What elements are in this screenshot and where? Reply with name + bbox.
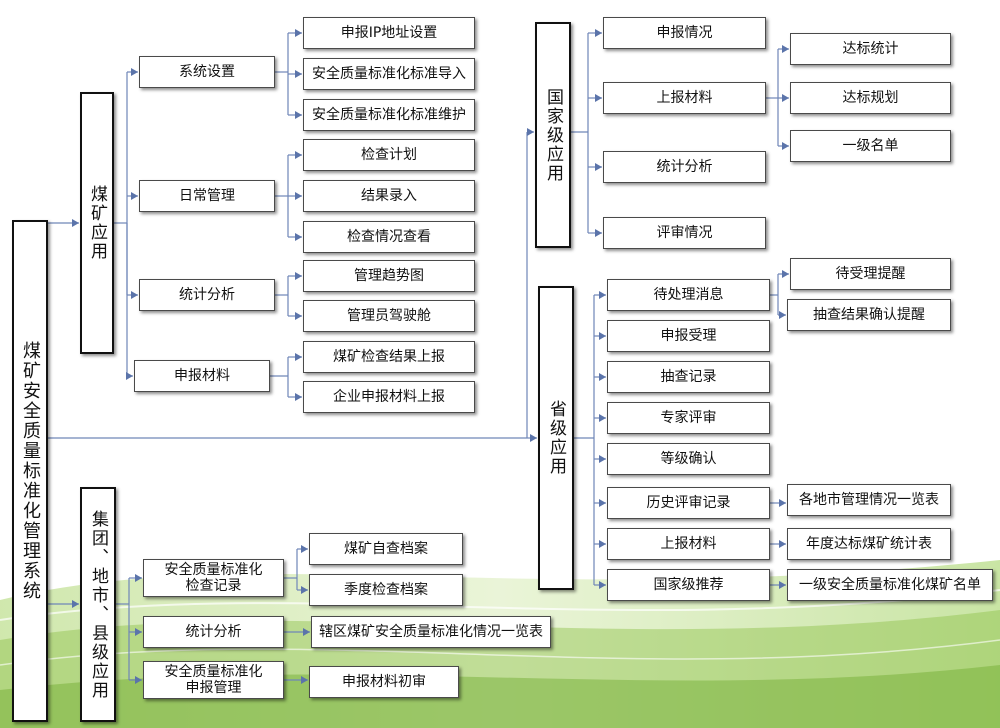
root-system-box: 煤矿安全质量标准化管理系统 [12, 220, 48, 722]
grade-confirmation: 等级确认 [607, 443, 770, 475]
national-recommendation: 国家级推荐 [607, 569, 770, 601]
jurisdiction-overview: 辖区煤矿安全质量标准化情况一览表 [311, 616, 551, 648]
expert-review: 专家评审 [607, 402, 770, 434]
group-inspection-record: 安全质量标准化 检查记录 [143, 559, 284, 597]
compliance-plan: 达标规划 [790, 82, 951, 114]
quarterly-inspection-archive: 季度检查档案 [309, 574, 463, 606]
self-inspection-archive: 煤矿自查档案 [309, 533, 463, 565]
city-overview: 各地市管理情况一览表 [787, 484, 951, 516]
preliminary-review: 申报材料初审 [309, 666, 459, 698]
compliance-statistics: 达标统计 [790, 33, 951, 65]
provincial-app-box: 省级应用 [538, 286, 574, 590]
national-statistics: 统计分析 [603, 151, 766, 183]
spot-check-confirm-reminder: 抽查结果确认提醒 [787, 299, 951, 331]
standard-maintain: 安全质量标准化标准维护 [303, 99, 475, 131]
declare-acceptance: 申报受理 [607, 320, 770, 352]
group-declare-management: 安全质量标准化 申报管理 [143, 661, 284, 699]
national-app-box: 国家级应用 [535, 22, 571, 248]
trend-chart: 管理趋势图 [303, 260, 475, 292]
admin-cockpit: 管理员驾驶舱 [303, 300, 475, 332]
mine-system-settings: 系统设置 [139, 56, 275, 88]
enterprise-report: 企业申报材料上报 [303, 381, 475, 413]
mine-result-report: 煤矿检查结果上报 [303, 341, 475, 373]
mine-daily-management: 日常管理 [139, 180, 275, 212]
inspection-plan: 检查计划 [303, 139, 475, 171]
provincial-upload-materials: 上报材料 [607, 528, 770, 560]
acceptance-reminder: 待受理提醒 [790, 258, 951, 290]
group-app-box: 集团、地市、县级应用 [80, 487, 116, 722]
level-one-mine-list: 一级安全质量标准化煤矿名单 [787, 569, 993, 601]
national-upload-materials: 上报材料 [603, 82, 766, 114]
spot-check-record: 抽查记录 [607, 361, 770, 393]
mine-report-materials: 申报材料 [134, 360, 270, 392]
pending-messages: 待处理消息 [607, 279, 770, 311]
national-review-status: 评审情况 [603, 217, 766, 249]
ip-setting: 申报IP地址设置 [303, 17, 475, 49]
annual-compliance-table: 年度达标煤矿统计表 [787, 528, 951, 560]
level-one-list: 一级名单 [790, 130, 951, 162]
history-review-record: 历史评审记录 [607, 487, 770, 519]
national-declare-status: 申报情况 [603, 17, 766, 49]
mine-app-box: 煤矿应用 [80, 92, 114, 354]
result-entry: 结果录入 [303, 180, 475, 212]
group-statistics: 统计分析 [143, 616, 284, 648]
mine-statistics: 统计分析 [139, 279, 275, 311]
standard-import: 安全质量标准化标准导入 [303, 58, 475, 90]
inspection-view: 检查情况查看 [303, 221, 475, 253]
